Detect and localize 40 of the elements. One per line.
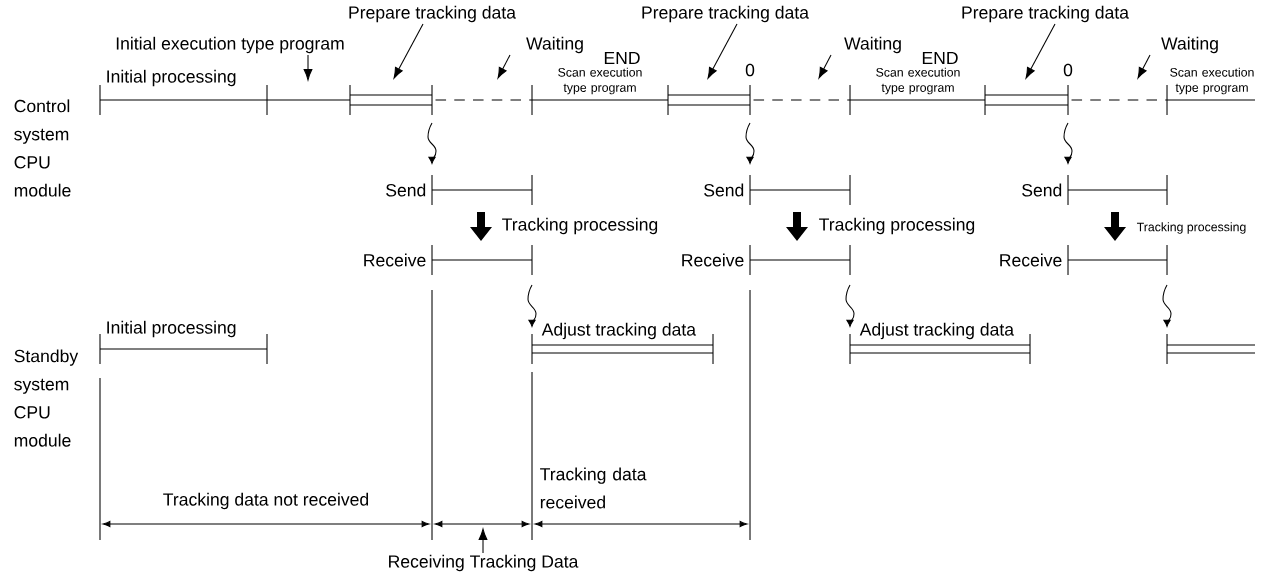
process-label: Tracking processing (1137, 222, 1246, 234)
timing-label: 0 (745, 63, 755, 77)
callout-text: Prepare tracking data (349, 5, 516, 23)
segment-label: Receive (364, 253, 426, 267)
leader-line (497, 54, 511, 79)
leader-line (478, 528, 488, 554)
segment-label: Adjust tracking data (859, 322, 1014, 340)
leader-line (707, 23, 738, 79)
leader-line (818, 54, 832, 79)
leader-line (1137, 54, 1151, 79)
process-label: Tracking processing (502, 217, 658, 235)
segment-label: Send (386, 183, 426, 197)
process-label: Tracking processing (819, 217, 975, 235)
lane-label: Standby system CPU module (14, 349, 79, 447)
timing-label: END (922, 51, 958, 65)
segment-label: Initial processing (107, 320, 236, 338)
segment-label: Adjust tracking data (541, 322, 696, 340)
leader-line (303, 54, 313, 81)
callout-text: Waiting (844, 36, 901, 54)
dimension-label: Tracking data not received (163, 492, 369, 510)
leader-line (1025, 23, 1056, 79)
leader-line (393, 23, 424, 79)
segment-label: Scan execution type program (876, 67, 960, 95)
segment-label: Receive (1000, 253, 1062, 267)
segment-label: Send (1022, 183, 1062, 197)
segment-label: Scan execution type program (558, 67, 642, 95)
dimension-label: Tracking data received (540, 467, 647, 509)
callout-text: Waiting (1161, 36, 1218, 54)
callout-text: Initial execution type program (116, 36, 344, 54)
callout-text: Prepare tracking data (962, 5, 1129, 23)
segment-label: Scan execution type program (1170, 67, 1254, 95)
callout-text: Receiving Tracking Data (389, 554, 579, 572)
timing-label: 0 (1063, 63, 1073, 77)
timing-label: END (604, 51, 640, 65)
callout-text: Waiting (526, 36, 583, 54)
lane-label: Control system CPU module (14, 99, 71, 197)
segment-label: Send (704, 183, 744, 197)
segment-label: Receive (682, 253, 744, 267)
segment-label: Initial processing (107, 69, 236, 87)
callout-text: Prepare tracking data (642, 5, 809, 23)
